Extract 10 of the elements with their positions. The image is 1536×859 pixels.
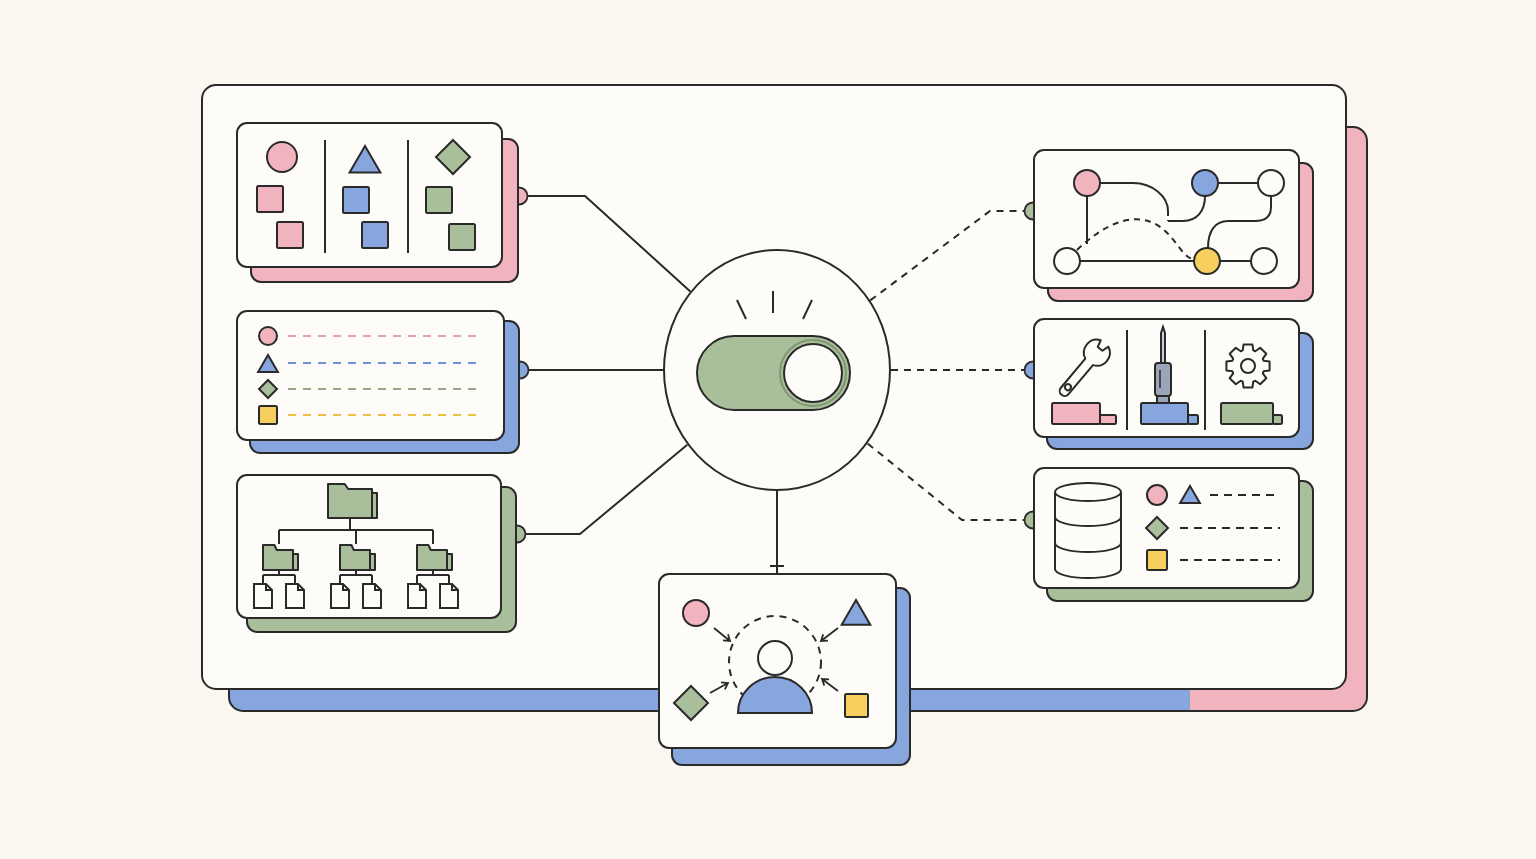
list-card <box>236 310 521 455</box>
main-panel <box>201 84 1368 712</box>
network-card <box>1033 149 1315 303</box>
folder-tree-card <box>236 474 518 634</box>
database-card <box>1033 467 1315 603</box>
sorting-card <box>236 122 520 284</box>
connector-line <box>769 490 785 574</box>
tools-card <box>1033 318 1315 451</box>
user-card <box>658 573 912 767</box>
hub-circle <box>663 249 891 491</box>
